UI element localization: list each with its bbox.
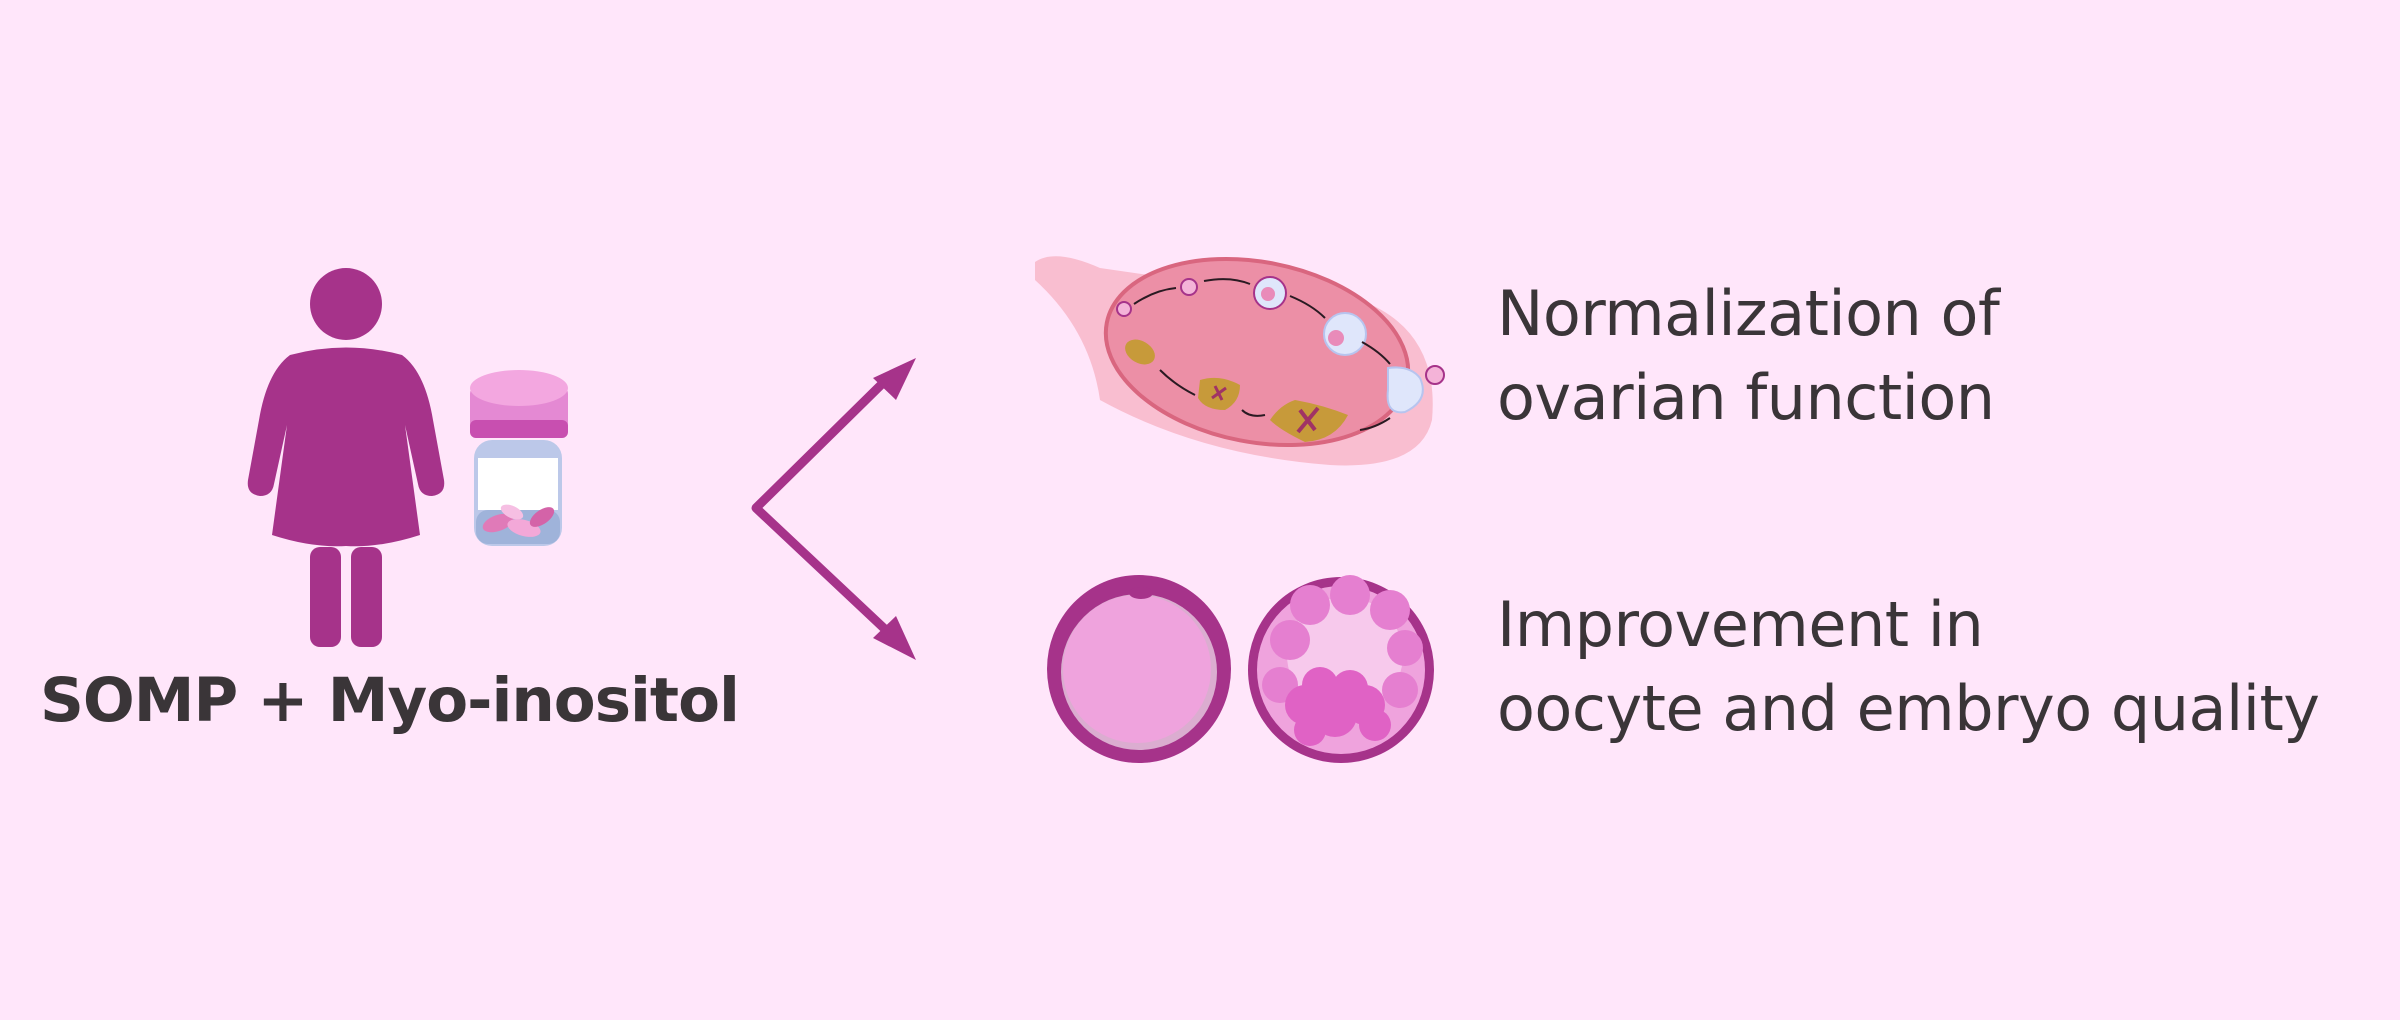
oocyte-icon — [1047, 575, 1231, 763]
outcome-oocyte-embryo-quality: Improvement in oocyte and embryo quality — [1497, 583, 2320, 751]
outcome-1-line-1: Normalization of — [1497, 277, 2000, 350]
outcome-ovarian-function: Normalization of ovarian function — [1497, 272, 2000, 440]
pill-jar-icon — [470, 370, 568, 546]
outcome-2-line-1: Improvement in — [1497, 588, 1984, 661]
arrow-head-down — [873, 616, 916, 660]
outcome-1-line-2: ovarian function — [1497, 361, 1995, 434]
ovary-icon — [1035, 256, 1445, 466]
branch-arrow-icon — [751, 373, 893, 637]
outcome-2-line-2: oocyte and embryo quality — [1497, 672, 2320, 745]
woman-icon — [247, 268, 445, 647]
diagram-caption: SOMP + Myo-inositol — [40, 665, 740, 736]
embryo-icon — [1248, 575, 1434, 763]
arrow-head-up — [873, 358, 916, 400]
